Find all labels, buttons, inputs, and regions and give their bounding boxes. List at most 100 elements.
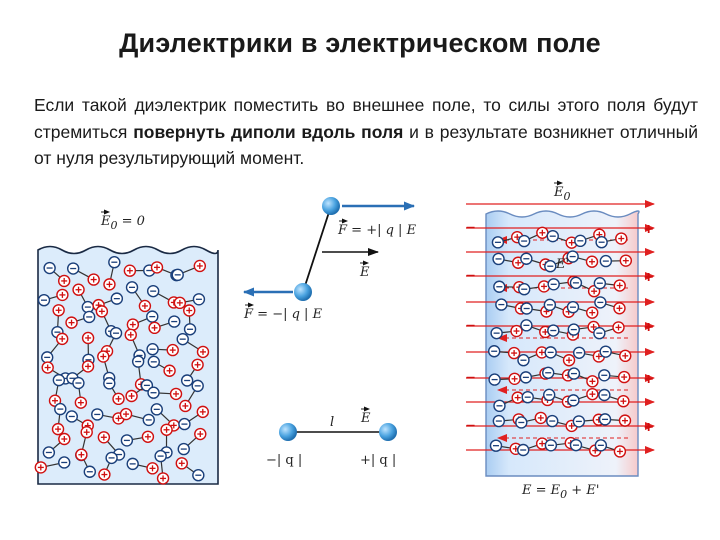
dipole-molecule <box>98 451 118 481</box>
dipole-molecule <box>147 355 176 377</box>
page-title: Диэлектрики в электрическом поле <box>119 28 601 58</box>
dipole-molecule <box>126 457 159 475</box>
dipole-molecule <box>567 367 599 388</box>
dipole-molecule <box>146 343 179 357</box>
dipole-molecule <box>599 345 632 363</box>
aligned-dipoles <box>487 226 633 458</box>
dipole-molecule <box>173 293 206 310</box>
dipole-molecule <box>517 437 549 457</box>
dipole-molecule <box>41 332 69 364</box>
positive-surface-sign: + <box>644 221 653 238</box>
dipole-molecule <box>91 408 125 425</box>
random-dipoles <box>34 256 210 485</box>
dipole-molecule <box>520 319 552 339</box>
negative-surface-sign: − <box>466 220 475 237</box>
paragraph-text-2: и в результате возникнет отличный от нул… <box>34 121 698 169</box>
force-negative-label: F = −| q | E <box>243 307 323 322</box>
negative-surface-sign: − <box>466 318 475 335</box>
dipole-molecule <box>120 430 155 447</box>
dipole-rod <box>302 205 332 293</box>
negative-charge-ball <box>294 283 312 301</box>
dipole-molecule <box>488 372 521 386</box>
dipole-molecule <box>183 304 197 336</box>
dipole-molecule <box>566 250 599 268</box>
dipole-molecule <box>51 402 67 436</box>
dipole-molecule <box>544 346 576 367</box>
dipole-molecule <box>599 254 633 268</box>
dipole-molecule <box>119 407 155 427</box>
dipole-molecule <box>43 261 71 288</box>
dipole-molecule <box>543 298 575 318</box>
dipole-molecule <box>100 326 123 358</box>
dipole-molecule <box>125 281 152 313</box>
dipole-molecule <box>490 324 523 340</box>
dipole-molecule <box>42 432 71 459</box>
positive-surface-sign: + <box>644 371 653 388</box>
unpolarized-dielectric: E0 = 0 <box>34 209 219 485</box>
dipole-molecule <box>574 228 606 248</box>
dipole-molecule <box>598 369 631 384</box>
dipole-molecule <box>594 439 627 458</box>
dipole-molecule <box>176 332 210 359</box>
dipole-molecule <box>595 232 628 249</box>
dipole-molecule <box>175 457 205 482</box>
negative-surface-sign: − <box>466 418 475 435</box>
dipole-positive-ball <box>379 423 397 441</box>
dipole-molecule <box>515 411 547 429</box>
positive-surface-sign: + <box>644 319 653 336</box>
dipole-molecule <box>66 262 100 286</box>
dipole-molecule <box>126 310 159 331</box>
dipole-molecule <box>566 300 599 319</box>
e0-zero-label: E0 = 0 <box>100 214 145 232</box>
charge-positive-label: +| q | <box>360 453 396 468</box>
dipole-molecule <box>493 391 524 413</box>
dipole-molecule <box>487 345 521 360</box>
dipole-molecule <box>72 283 95 314</box>
dielectric-slab-polarized <box>485 210 640 477</box>
description-paragraph: Если такой диэлектрик поместить во внешн… <box>34 92 698 172</box>
dipole-molecule <box>72 376 88 409</box>
dipole-molecule <box>34 456 71 474</box>
dipole-molecule <box>517 346 549 367</box>
dipole-molecule <box>148 315 181 335</box>
dipole-length-label: l <box>330 415 334 430</box>
induced-field-label: E' <box>555 257 569 272</box>
dipole-molecule <box>594 296 626 315</box>
result-field-formula: E = E0 + E' <box>521 483 599 501</box>
dipole-molecule <box>103 256 121 291</box>
dipole-molecule <box>572 346 606 363</box>
positive-charge-ball <box>322 197 340 215</box>
dipole-molecule <box>48 373 66 407</box>
dipole-molecule <box>97 350 116 385</box>
dipole-molecule <box>75 448 97 478</box>
dipole-molecule <box>177 427 207 456</box>
positive-surface-sign: + <box>644 269 653 286</box>
dipole-molecule <box>147 386 183 401</box>
charge-negative-label: −| q | <box>266 453 302 468</box>
dipole-molecule <box>518 280 551 296</box>
dipole-molecule <box>567 387 599 407</box>
paragraph-bold-text: повернуть диполи вдоль поля <box>133 121 404 142</box>
dipole-e-label: E <box>360 411 371 426</box>
dipole-molecule <box>65 310 96 329</box>
field-e-mid-label: E <box>359 265 370 280</box>
dipole-molecule <box>593 277 626 292</box>
positive-surface-sign: + <box>644 419 653 436</box>
negative-surface-sign: − <box>466 268 475 285</box>
dipole-torque-illustration: F = +| q | E E F = −| q | E l E −| q | +… <box>243 197 417 468</box>
paragraph-text-1: Если такой диэлектрик поместить во внешн… <box>34 95 698 142</box>
dipole-molecule <box>103 377 125 406</box>
dipole-molecule <box>598 388 630 408</box>
dipole-molecule <box>171 259 207 282</box>
external-field-label: E0 <box>553 185 571 203</box>
dipole-negative-ball <box>279 423 297 441</box>
dipole-molecule <box>569 276 601 298</box>
force-positive-label: F = +| q | E <box>337 223 417 238</box>
dipole-molecule <box>154 449 170 485</box>
dipole-molecule <box>517 226 549 248</box>
dipole-molecule <box>179 379 204 413</box>
dipole-molecule <box>180 358 204 387</box>
dipole-molecule <box>598 413 632 427</box>
dipole-molecule <box>178 405 210 431</box>
